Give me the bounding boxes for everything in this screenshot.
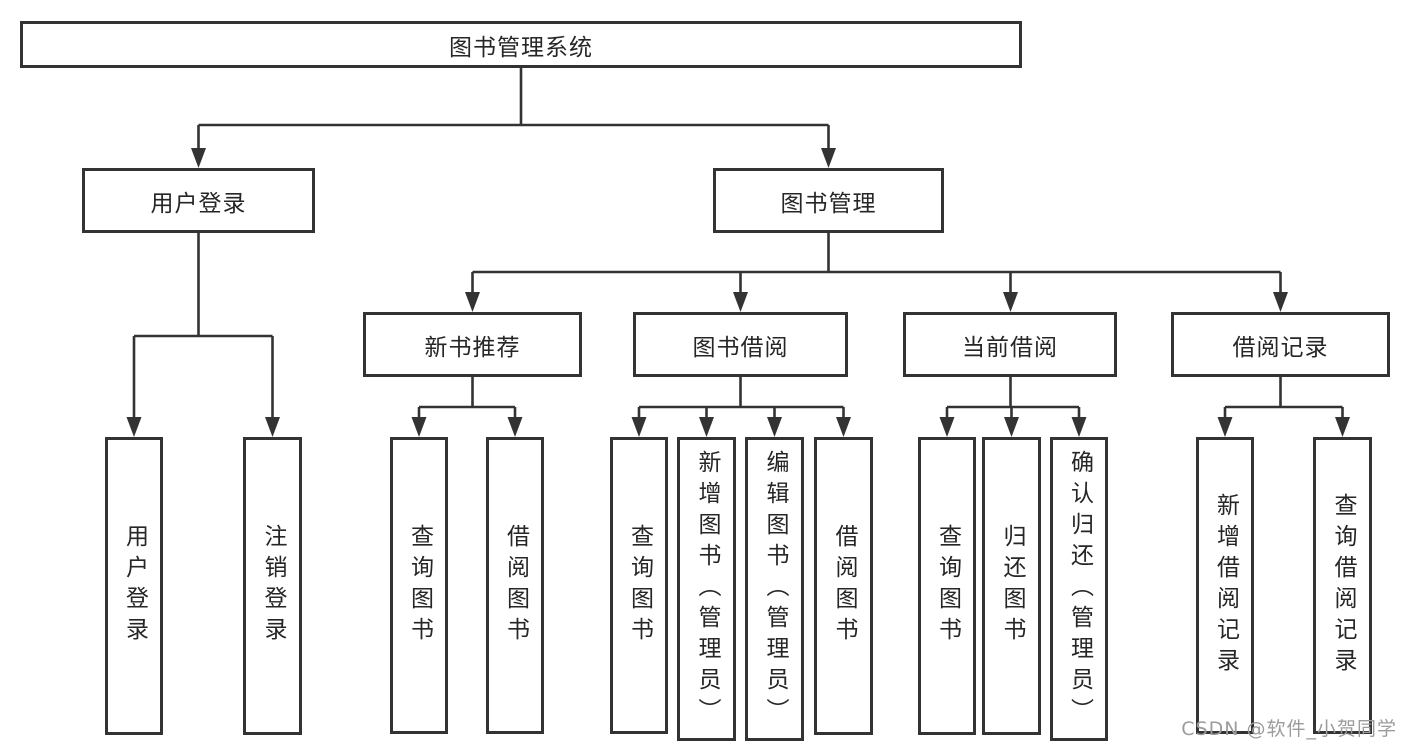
leaf-query-books-borrow: 查询图书	[610, 437, 668, 734]
csdn-watermark: CSDN @软件_小贺同学	[1181, 718, 1397, 740]
node-user-login: 用户登录	[82, 168, 315, 233]
leaf-logout: 注销登录	[243, 437, 302, 735]
leaf-borrow-books-recommend: 借阅图书	[486, 437, 544, 734]
leaf-query-books-current-label: 查询图书	[934, 524, 961, 648]
leaf-query-borrow-record: 查询借阅记录	[1313, 437, 1372, 734]
leaf-user-login: 用户登录	[105, 437, 163, 735]
leaf-edit-books-admin-label: 编辑图书（管理员）	[762, 449, 788, 729]
leaf-query-books-borrow-label: 查询图书	[626, 523, 653, 648]
leaf-borrow-books: 借阅图书	[814, 437, 873, 735]
leaf-add-books-admin-label: 新增图书（管理员）	[694, 449, 720, 729]
leaf-user-login-label: 用户登录	[121, 524, 148, 648]
node-book-borrow: 图书借阅	[633, 312, 848, 377]
leaf-query-books-recommend-label: 查询图书	[406, 523, 433, 648]
node-new-book-recommend: 新书推荐	[363, 312, 582, 377]
leaf-add-borrow-record: 新增借阅记录	[1196, 437, 1254, 734]
leaf-return-books-label: 归还图书	[999, 524, 1025, 648]
leaf-borrow-books-label: 借阅图书	[831, 524, 857, 648]
node-borrow-records: 借阅记录	[1171, 312, 1390, 377]
leaf-query-books-current: 查询图书	[918, 437, 976, 735]
leaf-edit-books-admin: 编辑图书（管理员）	[745, 437, 804, 741]
leaf-logout-label: 注销登录	[260, 524, 286, 648]
leaf-borrow-books-recommend-label: 借阅图书	[502, 523, 529, 648]
node-current-borrow: 当前借阅	[903, 312, 1117, 377]
leaf-query-borrow-record-label: 查询借阅记录	[1330, 492, 1356, 679]
leaf-query-books-recommend: 查询图书	[390, 437, 448, 734]
leaf-confirm-return-admin-label: 确认归还（管理员）	[1066, 449, 1093, 729]
leaf-return-books: 归还图书	[982, 437, 1041, 735]
leaf-add-borrow-record-label: 新增借阅记录	[1212, 492, 1239, 679]
node-book-management: 图书管理	[713, 168, 944, 233]
node-book-management-system: 图书管理系统	[20, 21, 1022, 68]
leaf-add-books-admin: 新增图书（管理员）	[677, 437, 736, 741]
leaf-confirm-return-admin: 确认归还（管理员）	[1050, 437, 1108, 741]
